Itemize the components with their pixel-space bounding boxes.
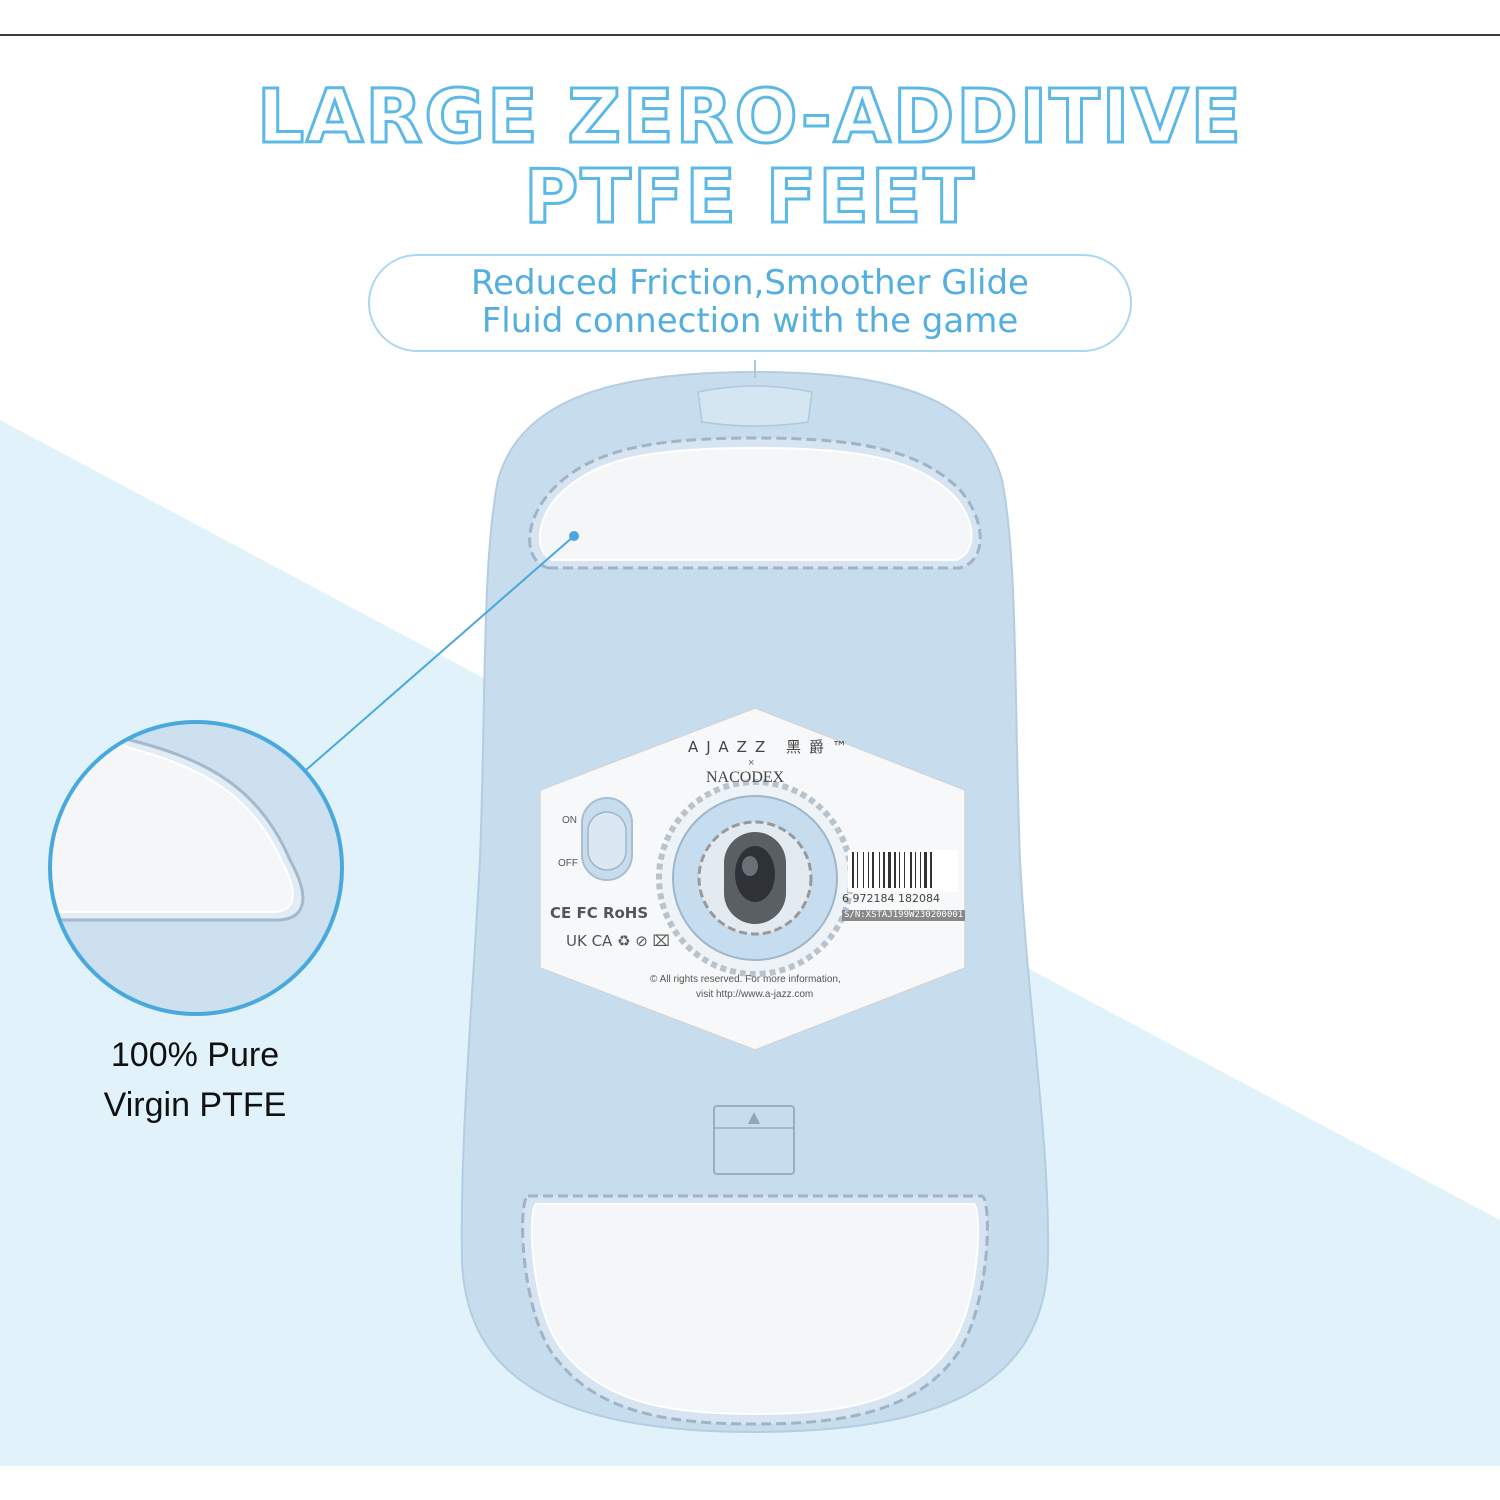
- tagline-line-2: Fluid connection with the game: [481, 301, 1019, 341]
- callout-anchor-dot: [569, 531, 579, 541]
- barcode-bar: [894, 852, 896, 888]
- tagline-line-1: Reduced Friction,Smoother Glide: [471, 263, 1029, 303]
- power-switch-knob: [587, 811, 627, 871]
- barcode-bar: [915, 852, 916, 888]
- top-divider: [0, 34, 1500, 36]
- top-ptfe-foot: [539, 446, 973, 561]
- switch-on-label: ON: [562, 815, 577, 826]
- latch-arrow-icon: [748, 1112, 760, 1124]
- recycling-marks: UK CA ♻ ⊘ ⌧: [566, 932, 670, 950]
- barcode-bar: [920, 852, 921, 888]
- label-collab-x: ×: [748, 757, 755, 769]
- label-brand: AJAZZ 黑爵™: [688, 738, 856, 756]
- barcode-bar: [930, 852, 932, 888]
- barcode-number: 6 972184 182084: [842, 892, 940, 905]
- sensor-lens-glare: [742, 856, 758, 876]
- barcode-bar: [863, 852, 864, 888]
- callout-leader-line: [305, 535, 575, 771]
- barcode-bar: [899, 852, 900, 888]
- sensor-lens: [735, 846, 775, 902]
- barcode-bar: [852, 852, 854, 888]
- barcode-bar: [879, 852, 880, 888]
- tagline-pill: [368, 254, 1132, 352]
- website-text: visit http://www.a-jazz.com: [696, 989, 814, 1000]
- barcode-bar: [883, 852, 885, 888]
- headline-line-1: LARGE ZERO-ADDITIVE: [255, 74, 1244, 160]
- bottom-margin: [0, 1466, 1500, 1500]
- magnifier-ring: [48, 720, 344, 1016]
- barcode-bar: [904, 852, 905, 888]
- barcode-bar: [857, 852, 858, 888]
- headline-line-2: PTFE FEET: [523, 154, 976, 240]
- rights-text: © All rights reserved. For more informat…: [650, 974, 841, 985]
- serial-number: S/N:XSTAJ199W230200001: [842, 910, 966, 921]
- callout-line-2: Virgin PTFE: [103, 1086, 287, 1124]
- barcode: [848, 850, 958, 892]
- label-partner: NACODEX: [706, 769, 785, 786]
- callout-line-1: 100% Pure: [110, 1036, 280, 1074]
- mouse: [460, 360, 1050, 1434]
- barcode-bar: [872, 852, 874, 888]
- switch-off-label: OFF: [558, 858, 578, 869]
- top-notch: [697, 385, 813, 427]
- bottom-ptfe-foot: [530, 1203, 980, 1416]
- latch: [713, 1105, 795, 1175]
- barcode-bar: [888, 852, 891, 888]
- certification-marks: CE FC RoHS: [550, 904, 649, 922]
- barcode-bar: [910, 852, 912, 888]
- barcode-bar: [868, 852, 869, 888]
- barcode-bar: [924, 852, 927, 888]
